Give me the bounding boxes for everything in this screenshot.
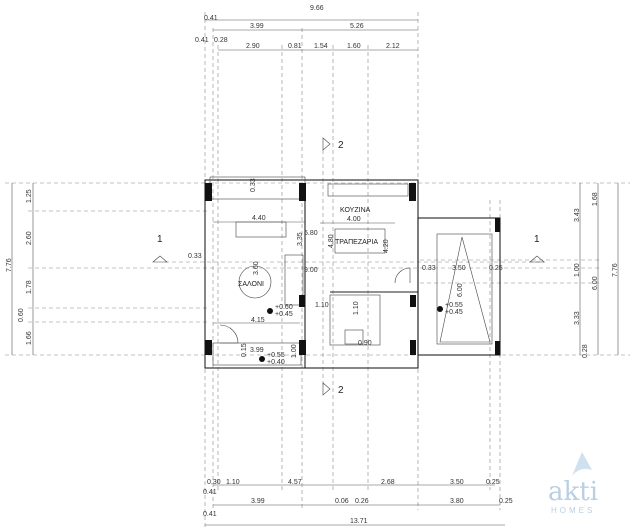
dimension-label: 0.15 <box>241 343 248 357</box>
logo-mark-icon <box>572 452 592 476</box>
top-dimensions: 9.66 0.41 3.99 5.26 0.41 0.28 2.90 0.81 … <box>195 5 418 51</box>
dimension-label: 9.00 <box>304 267 318 274</box>
dimension-label: 4.15 <box>251 317 265 324</box>
dimension-label: 4.40 <box>252 215 266 222</box>
dimension-label: 0.41 <box>195 37 209 44</box>
dimension-label: HOMES <box>551 506 595 515</box>
dimension-label: 1.00 <box>574 263 581 277</box>
dimension-label: 1.68 <box>592 192 599 206</box>
pool <box>417 217 501 356</box>
dimension-label: 3.35 <box>297 232 304 246</box>
dimension-label: 1.10 <box>315 302 329 309</box>
room-kitchen: ΚΟΥΖΙΝΑ <box>340 207 371 214</box>
dimension-label: 1 <box>157 234 163 245</box>
right-dimensions: 3.43 1.00 3.33 0.28 1.68 6.00 7.76 <box>574 183 619 358</box>
dimension-label: akti <box>548 477 598 507</box>
dimension-label: 3.99 <box>250 23 264 30</box>
dimension-label: 2.90 <box>246 43 260 50</box>
dimension-label: 3.33 <box>574 311 581 325</box>
dimension-label: 2 <box>338 385 344 396</box>
dimension-label: 4.20 <box>383 239 390 253</box>
dimension-label: 9.66 <box>310 5 324 12</box>
dimension-label: 2.60 <box>26 231 33 245</box>
section-arrow-icon <box>322 382 331 396</box>
dimension-label: 1 <box>534 234 540 245</box>
section-arrow-icon <box>152 255 168 263</box>
dimension-label: 2.12 <box>386 43 400 50</box>
inner-dimensions: 0.33 4.40 4.00 3.35 5.80 4.80 4.20 9.00 … <box>188 178 503 358</box>
dimension-label: 3.50 <box>450 479 464 486</box>
dimension-label: 5.80 <box>304 230 318 237</box>
dimension-label: 0.41 <box>203 511 217 518</box>
dimension-label: 0.90 <box>358 340 372 347</box>
dimension-label: +0.45 <box>275 311 293 318</box>
dimension-label: 7.76 <box>612 263 619 277</box>
dimension-label: 1.10 <box>353 301 360 315</box>
dimension-label: 3.99 <box>250 347 264 354</box>
dimension-label: 0.26 <box>355 498 369 505</box>
dimension-label: +0.40 <box>267 359 285 366</box>
dimension-label: 0.25 <box>489 265 503 272</box>
dimension-label: 6.00 <box>592 276 599 290</box>
section-arrow-icon <box>322 137 331 151</box>
dimension-label: 5.26 <box>350 23 364 30</box>
dimension-label: 3.50 <box>452 265 466 272</box>
dimension-label: 3.99 <box>251 498 265 505</box>
level-markers: +0.60 +0.45 +0.55 +0.40 +0.55 +0.45 <box>259 302 463 366</box>
level-marker-icon <box>259 356 265 362</box>
dimension-label: 0.33 <box>188 253 202 260</box>
dimension-label: 3.80 <box>450 498 464 505</box>
dimension-label: 0.30 <box>207 479 221 486</box>
dimension-label: 1.00 <box>291 344 298 358</box>
dimension-label: 1.25 <box>26 189 33 203</box>
dimension-label: 0.33 <box>422 265 436 272</box>
dimension-label: 0.41 <box>204 15 218 22</box>
dimension-label: 1.54 <box>314 43 328 50</box>
dimension-label: 2.68 <box>381 479 395 486</box>
section-arrow-icon <box>529 255 545 263</box>
room-dining: ΤΡΑΠΕΖΑΡΙΑ <box>335 239 378 246</box>
dimension-label: 1.10 <box>226 479 240 486</box>
dimension-label: 0.60 <box>18 308 25 322</box>
dimension-label: 0.25 <box>486 479 500 486</box>
dimension-label: 0.28 <box>582 344 589 358</box>
dimension-label: 4.00 <box>347 216 361 223</box>
dimension-label: 4.57 <box>288 479 302 486</box>
level-marker-icon <box>437 306 443 312</box>
dimension-label: 1.78 <box>26 280 33 294</box>
dimension-label: 3.60 <box>253 261 260 275</box>
section-markers: 2 2 1 1 <box>152 137 545 396</box>
dimension-label: 1.60 <box>347 43 361 50</box>
dimension-label: 0.25 <box>499 498 513 505</box>
dimension-label: +0.55 <box>267 352 285 359</box>
dimension-label: 1.66 <box>26 331 33 345</box>
dimension-label: +0.60 <box>275 304 293 311</box>
dimension-label: 0.81 <box>288 43 302 50</box>
left-dimensions: 7.76 1.25 2.60 1.78 0.60 1.66 <box>6 183 34 355</box>
brand-logo: akti HOMES <box>548 452 598 515</box>
bottom-dimensions: 0.30 1.10 4.57 2.68 3.50 0.25 0.41 3.99 … <box>203 479 513 526</box>
dimension-label: 3.43 <box>574 208 581 222</box>
dimension-label: 0.41 <box>203 489 217 496</box>
dimension-label: 7.76 <box>6 258 13 272</box>
dimension-label: +0.55 <box>445 302 463 309</box>
dimension-label: 6.00 <box>457 283 464 297</box>
room-living: ΣΑΛΟΝΙ <box>238 281 264 288</box>
dimension-label: 0.28 <box>214 37 228 44</box>
dimension-label: +0.45 <box>445 309 463 316</box>
dimension-label: 2 <box>338 140 344 151</box>
dimension-label: 0.33 <box>250 178 257 192</box>
dimension-label: 13.71 <box>350 518 368 525</box>
dimension-label: 4.80 <box>328 234 335 248</box>
dimension-label: 0.06 <box>335 498 349 505</box>
level-marker-icon <box>267 308 273 314</box>
